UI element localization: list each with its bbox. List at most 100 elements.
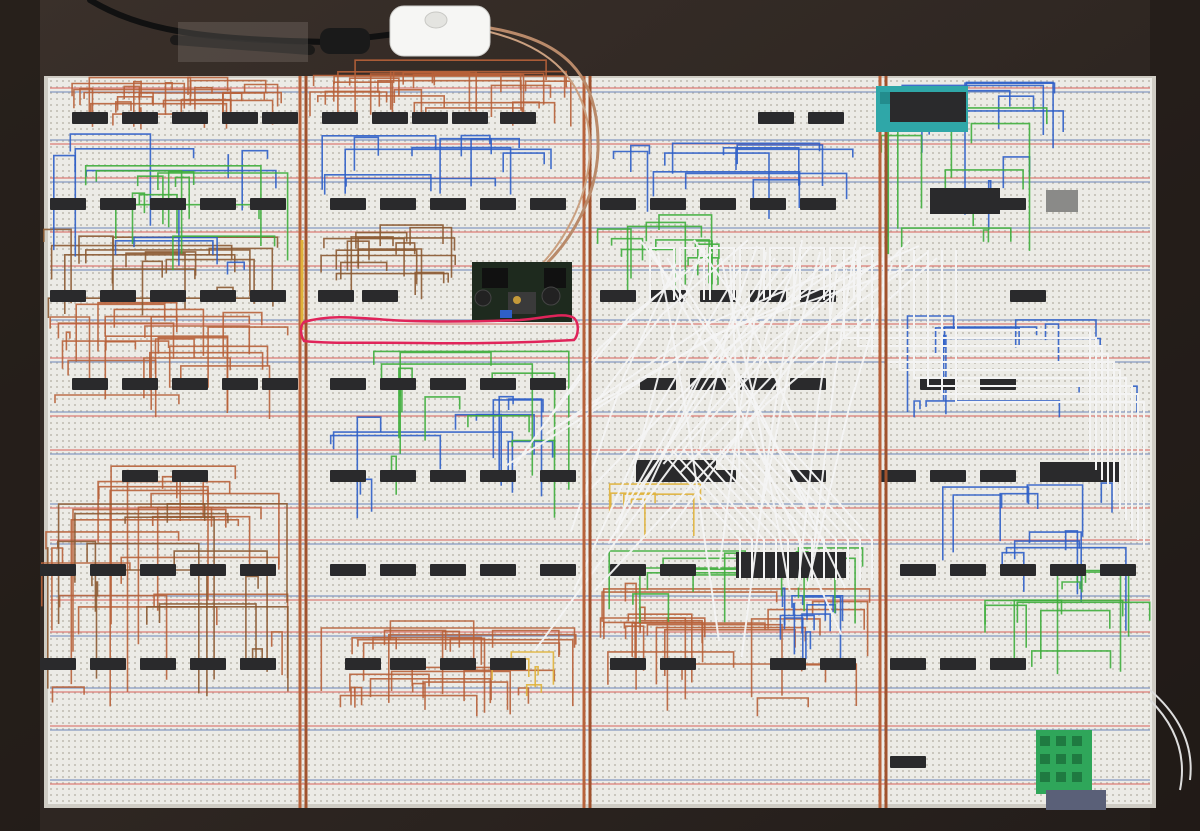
ic-chip: [758, 112, 794, 124]
ic-chip: [122, 378, 158, 390]
white-jumper-wire: [683, 449, 765, 580]
table-right-edge: [1150, 0, 1200, 831]
jumper-wire: [596, 228, 632, 279]
ic-chip: [222, 378, 258, 390]
white-jumper-wire: [569, 263, 677, 533]
ic-chip: [990, 658, 1026, 670]
ic-chip: [750, 198, 786, 210]
white-jumper-wire: [649, 247, 675, 300]
jumper-wire: [222, 311, 263, 357]
white-jumper-wire: [743, 449, 825, 580]
jumper-wire: [645, 221, 687, 285]
jumper-wire: [507, 440, 554, 475]
ic-chip: [100, 290, 136, 302]
jumper-wire: [64, 254, 236, 314]
jumper-wire: [507, 398, 543, 497]
ic-chip: [262, 378, 298, 390]
jumper-wire: [801, 613, 831, 634]
ic-chip: [172, 112, 208, 124]
jumper-wire: [146, 606, 289, 692]
white-jumper-wire: [583, 245, 866, 497]
white-jumper-wire: [614, 263, 785, 525]
jumper-wire: [110, 465, 237, 625]
ribbon-cable: [1149, 689, 1192, 781]
ic-chip: [380, 198, 416, 210]
voltage-regulator-module: [472, 262, 572, 322]
jumper-wire: [333, 75, 566, 98]
jumper-wire: [344, 148, 552, 194]
ic-chip: [530, 198, 566, 210]
jumper-wire: [335, 249, 418, 285]
white-jumper-wire: [533, 269, 848, 652]
jumper-wire: [624, 625, 645, 671]
wide-ic-chip: [1040, 462, 1120, 482]
jumper-wire: [377, 79, 522, 111]
jumper-wire: [722, 147, 800, 186]
jumper-wire: [97, 301, 178, 352]
ic-chip: [610, 658, 646, 670]
jumper-wire: [630, 498, 646, 538]
jumper-wire: [356, 416, 382, 519]
ic-chip: [540, 564, 576, 576]
ic-chip: [500, 112, 536, 124]
white-jumper-wire: [859, 247, 885, 300]
jumper-wire: [165, 258, 255, 304]
jumper-wire: [150, 316, 178, 410]
jumper-wire: [913, 400, 921, 418]
jumper-wire: [144, 251, 197, 276]
jumper-wire: [369, 678, 492, 704]
white-jumper-wire: [767, 449, 849, 580]
ic-chip: [40, 564, 76, 576]
jumper-wire: [389, 70, 567, 110]
jumper-wire: [524, 80, 572, 127]
ic-chip: [250, 290, 286, 302]
white-jumper-wire: [698, 245, 758, 450]
ic-chip: [540, 470, 576, 482]
jumper-wire: [88, 76, 229, 124]
jumper-wire: [534, 666, 539, 688]
side-connector: [1046, 190, 1078, 212]
jumper-wire: [623, 493, 695, 536]
jumper-wire: [1100, 482, 1113, 513]
white-jumper-wire: [941, 250, 1139, 540]
jumper-wire: [952, 494, 1003, 553]
jumper-wire: [412, 73, 525, 120]
jumper-wire: [115, 203, 260, 239]
white-jumper-wire: [573, 269, 740, 591]
white-jumper-wire: [637, 257, 830, 489]
jumper-wire: [133, 236, 218, 265]
white-jumper-wire: [779, 449, 861, 580]
white-jumper-wire: [871, 250, 1109, 490]
ic-chip: [930, 470, 966, 482]
jumper-wire: [671, 142, 821, 174]
ic-chip: [150, 198, 186, 210]
ic-chip: [240, 658, 276, 670]
jumper-wire: [414, 271, 445, 295]
jumper-wire: [79, 87, 94, 127]
jumper-wire: [1014, 319, 1097, 348]
ic-chip: [240, 564, 276, 576]
white-jumper-wire: [662, 257, 884, 465]
ic-chip: [372, 112, 408, 124]
jumper-wire: [422, 681, 509, 710]
jumper-wire: [323, 237, 405, 277]
jumper-wire: [1040, 609, 1111, 659]
jumper-wire: [74, 512, 229, 583]
ic-chip: [380, 378, 416, 390]
wide-ic-chip: [930, 188, 1000, 214]
ic-chip: [660, 658, 696, 670]
jumper-wire: [85, 249, 251, 297]
jumper-wire: [463, 669, 556, 702]
white-jumper-wire: [843, 250, 1097, 470]
white-jumper-wire: [799, 247, 825, 300]
ic-chip: [362, 290, 398, 302]
ic-chip: [122, 112, 158, 124]
jumper-wire: [906, 315, 955, 412]
jumper-wire: [168, 345, 269, 388]
ic-chip: [190, 564, 226, 576]
ic-chip: [980, 378, 1016, 390]
white-jumper-wire: [671, 449, 753, 580]
table-left-edge: [0, 0, 40, 831]
ic-chip: [610, 564, 646, 576]
